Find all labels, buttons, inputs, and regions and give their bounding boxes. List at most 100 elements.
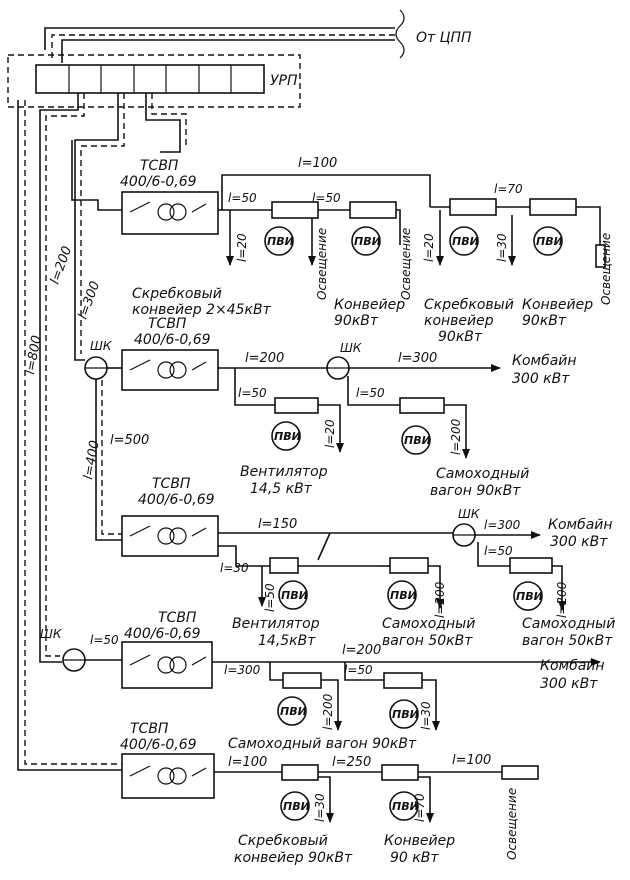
shk-4-label: ШК (40, 627, 62, 641)
feeder-cable-2 (74, 93, 125, 361)
s1-caption-3c: 90кВт (438, 329, 483, 345)
s4-combine-a: Комбайн (540, 658, 605, 674)
tsvp-5-label: ТСВП (130, 721, 169, 737)
section1-motor-4: ПВИ (533, 226, 563, 256)
section4-motor-2: ПВИ (389, 699, 419, 729)
svg-text:ПВИ: ПВИ (404, 434, 431, 447)
s1-lighting-1: Освещение (315, 228, 329, 300)
s3-drop-2: l=200 (433, 581, 447, 618)
s3-wagon1-a: Самоходный (382, 616, 475, 632)
section2-starters (274, 397, 445, 414)
s5-drop-2: l=70 (413, 793, 427, 822)
s3-branch-2: l=50 (484, 544, 513, 558)
section3-cables (218, 531, 566, 611)
svg-text:ПВИ: ПВИ (274, 430, 301, 443)
s4-wagon: Самоходный вагон 90кВт (228, 736, 417, 752)
svg-text:ПВИ: ПВИ (354, 235, 381, 248)
tsvp-3-label: ТСВП (152, 476, 191, 492)
s1-caption-3a: Скребковый (424, 297, 514, 313)
s3-main-length: l=150 (258, 517, 297, 532)
s3-branch-1: l=30 (220, 561, 249, 575)
tsvp-4-substation (121, 641, 213, 689)
s2-drop-2: l=200 (449, 418, 463, 455)
feeder-length-4: l=400 (81, 439, 103, 480)
s2-fan-b: 14,5 кВт (250, 481, 313, 497)
urp-switchboard (35, 64, 265, 94)
shk-3-label: ШК (458, 507, 480, 521)
tsvp-1-rating: 400/6-0,69 (120, 174, 197, 190)
s2-combine-a: Комбайн (512, 353, 577, 369)
urp-enclosure (7, 54, 301, 108)
section5-starters (281, 764, 419, 781)
s2-main-length: l=200 (245, 351, 284, 366)
s1-main-length: l=100 (298, 156, 337, 171)
section3-motor-1: ПВИ (278, 580, 308, 610)
s1-length-3: l=70 (494, 182, 523, 196)
s2-wagon-a: Самоходный (436, 466, 529, 482)
tsvp-2-substation (121, 349, 219, 391)
s5-caption-2b: 90 кВт (390, 850, 439, 866)
section4-starters (282, 672, 423, 689)
s3-combine-b: 300 кВт (550, 534, 608, 550)
svg-text:ПВИ: ПВИ (281, 589, 308, 602)
feeder-cable-5 (17, 100, 122, 771)
s2-drop-1: l=20 (323, 419, 337, 448)
section5-motor-1: ПВИ (280, 791, 310, 821)
section5-cables (214, 771, 502, 823)
s4-combine-b: 300 кВт (540, 676, 598, 692)
s1-caption-1b: конвейер 2×45кВт (132, 302, 272, 318)
s1-lighting-3: Освещение (599, 233, 613, 305)
s4-drop-1: l=200 (321, 693, 335, 730)
s1-caption-4b: 90кВт (522, 313, 567, 329)
tsvp-5-substation (121, 753, 215, 799)
tsvp-3-rating: 400/6-0,69 (138, 492, 215, 508)
svg-text:ПВИ: ПВИ (392, 708, 419, 721)
svg-text:ПВИ: ПВИ (452, 235, 479, 248)
svg-text:ПВИ: ПВИ (392, 800, 419, 813)
feeder-length-3: l=500 (110, 433, 149, 448)
s2-wagon-b: вагон 90кВт (430, 483, 521, 499)
section1-motor-3: ПВИ (449, 226, 479, 256)
s1-caption-2a: Конвейер (334, 297, 405, 313)
s3-drop-1: l=50 (263, 583, 277, 612)
s3-combine-length: l=300 (484, 518, 521, 532)
feeder-cable-1 (145, 93, 187, 153)
s3-combine-a: Комбайн (548, 517, 613, 533)
s3-fan-a: Вентилятор (232, 616, 320, 632)
section3-motor-2: ПВИ (387, 580, 417, 610)
shk-2-label: ШК (90, 339, 112, 353)
svg-text:ПВИ: ПВИ (536, 235, 563, 248)
section1-lamp (595, 244, 606, 268)
s1-drop-3: l=20 (422, 233, 436, 262)
tsvp-4-rating: 400/6-0,69 (124, 626, 201, 642)
section5-lamp (501, 765, 539, 780)
feeder-length-2: l=200 (48, 244, 76, 286)
s2-branch-1: l=50 (238, 386, 267, 400)
s4-drop-2: l=30 (419, 701, 433, 730)
section5-motor-2: ПВИ (389, 791, 419, 821)
s3-fan-b: 14,5кВт (258, 633, 316, 649)
shk-2b-junction-box (326, 356, 350, 380)
s1-length-2: l=50 (312, 191, 341, 205)
s2-combine-b: 300 кВт (512, 371, 570, 387)
s5-caption-1b: конвейер 90кВт (234, 850, 353, 866)
s1-drop-1: l=20 (235, 233, 249, 262)
s1-caption-3b: конвейер (424, 313, 494, 329)
s4-branch-2: l=50 (344, 663, 373, 677)
feeder-section1-link (71, 140, 122, 211)
shk-2b-label: ШК (340, 341, 362, 355)
s2-fan-a: Вентилятор (240, 464, 328, 480)
s1-drop-4: l=30 (495, 233, 509, 262)
s5-length-3: l=100 (452, 753, 491, 768)
tsvp-2-label: ТСВП (148, 316, 187, 332)
s1-length-1: l=50 (228, 191, 257, 205)
feeder-cable-3 (39, 93, 85, 663)
tsvp-4-label: ТСВП (158, 610, 197, 626)
s1-caption-4a: Конвейер (522, 297, 593, 313)
s1-lighting-2: Освещение (399, 228, 413, 300)
s5-length-1: l=100 (228, 755, 267, 770)
section2-motor-2: ПВИ (401, 425, 431, 455)
tsvp-3-substation (121, 515, 219, 557)
section2-motor-1: ПВИ (271, 421, 301, 451)
